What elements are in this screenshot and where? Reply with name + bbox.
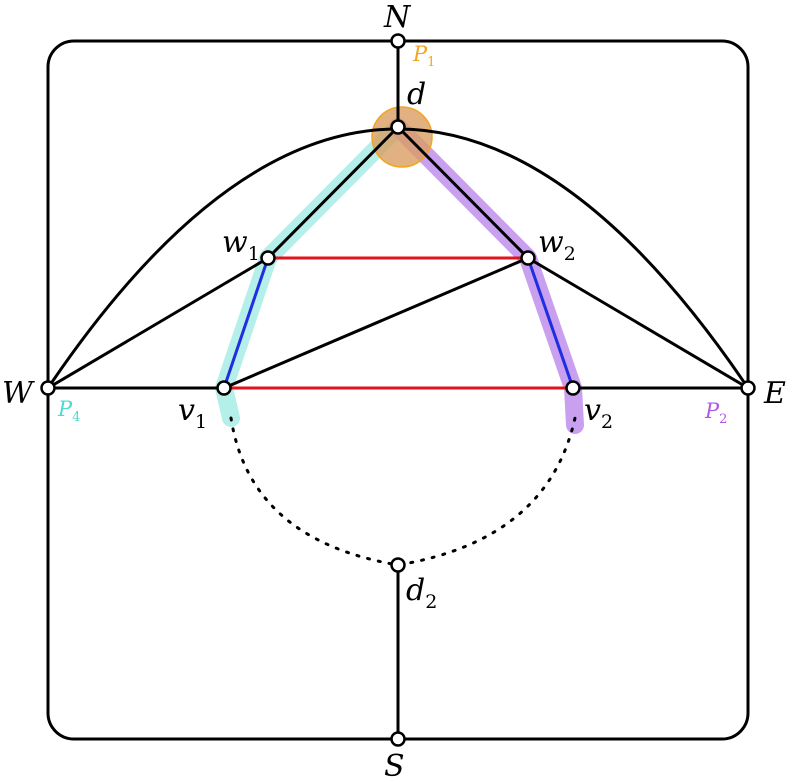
vertices — [40, 33, 756, 747]
label-P4: P4 — [57, 397, 80, 425]
label-v2: v2 — [584, 393, 613, 433]
dotted-arc — [229, 416, 577, 567]
vertex-d2 — [390, 557, 406, 573]
label-w2-base: w — [538, 225, 564, 260]
path-P1-highlight — [371, 106, 433, 168]
label-v2-sub: 2 — [601, 411, 613, 433]
vertex-W — [40, 380, 56, 396]
label-w2-sub: 2 — [564, 243, 576, 265]
label-v2-base: v — [584, 393, 601, 428]
vertex-v2 — [565, 380, 581, 396]
label-P4-base: P — [57, 397, 73, 421]
label-P2-sub: 2 — [719, 412, 727, 427]
label-P2-base: P — [704, 399, 720, 423]
label-v1: v1 — [178, 393, 207, 433]
edge-w2-v2 — [526, 257, 575, 389]
label-v1-base: v — [178, 393, 195, 428]
label-P4-sub: 4 — [72, 410, 80, 425]
vertex-S — [390, 731, 406, 747]
vertex-v1 — [216, 380, 232, 396]
edge-v1-w2 — [223, 256, 529, 390]
label-S: S — [384, 749, 405, 782]
path-P4-highlight — [215, 118, 407, 427]
label-d2-base: d — [406, 573, 425, 608]
label-P1-sub: 1 — [427, 55, 435, 70]
edge-d-w1 — [266, 125, 400, 260]
red-edges — [224, 256, 573, 390]
label-N: N — [383, 0, 412, 35]
label-d2-sub: 2 — [425, 591, 437, 613]
label-w1: w1 — [222, 225, 260, 265]
label-v1-sub: 1 — [195, 411, 207, 433]
edge-d-w2 — [396, 125, 530, 260]
label-d2: d2 — [406, 573, 437, 613]
label-w1-base: w — [222, 225, 248, 260]
edge-W-w1 — [47, 256, 269, 390]
blue-edges — [222, 257, 575, 389]
label-E: E — [763, 376, 786, 411]
label-W: W — [2, 376, 35, 411]
vertex-N — [390, 33, 406, 49]
edge-w1-v1 — [222, 257, 270, 389]
path-highlights — [215, 106, 584, 434]
edge-w2-E — [527, 256, 749, 390]
label-d: d — [407, 77, 426, 112]
vertex-E — [740, 380, 756, 396]
path-labels: P1 P4 P2 — [57, 42, 727, 427]
label-w2: w2 — [538, 225, 576, 265]
vertex-d — [390, 119, 406, 135]
label-P1: P1 — [412, 42, 435, 70]
label-P2: P2 — [704, 399, 727, 427]
vertex-w1 — [260, 250, 276, 266]
label-P1-base: P — [412, 42, 428, 66]
vertex-w2 — [520, 250, 536, 266]
label-w1-sub: 1 — [248, 243, 260, 265]
